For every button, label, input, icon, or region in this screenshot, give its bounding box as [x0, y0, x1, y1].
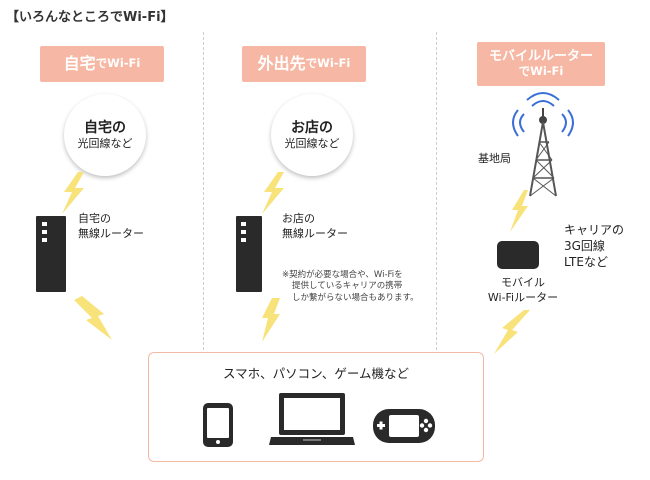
lightning-icon	[62, 172, 84, 214]
home-router-label-line1: 自宅の	[78, 212, 111, 225]
column-divider	[203, 32, 204, 350]
shop-line-circle: お店の 光回線など	[271, 94, 353, 176]
note-line: ※契約が必要な場合や、Wi-Fiを	[282, 270, 403, 280]
carrier-line1: キャリアの	[564, 223, 625, 237]
home-router-label: 自宅の 無線ルーター	[78, 212, 144, 242]
router-icon	[236, 216, 262, 292]
home-header-small: でWi-Fi	[95, 56, 141, 71]
game-console-icon	[373, 409, 435, 443]
outside-wifi-header: 外出先 でWi-Fi	[242, 46, 366, 82]
home-header-big: 自宅	[63, 53, 96, 73]
page-title: 【いろんなところでWi-Fi】	[6, 10, 174, 25]
mobile-router-icon	[497, 241, 539, 269]
home-circle-line2: 光回線など	[77, 136, 133, 150]
smartphone-icon	[203, 403, 233, 447]
lightning-icon	[494, 310, 530, 354]
mobile-router-label-line1: モバイル	[501, 276, 545, 289]
shop-router-label: お店の 無線ルーター	[282, 212, 348, 242]
router-icon	[36, 216, 66, 292]
shop-router-label-line2: 無線ルーター	[282, 226, 348, 240]
lightning-icon	[510, 190, 528, 232]
carrier-network-label: キャリアの 3G回線 LTEなど	[564, 222, 624, 271]
mobile-router-label: モバイル Wi-Fiルーター	[480, 276, 566, 306]
mobile-router-header: モバイルルーター でWi-Fi	[477, 42, 605, 86]
home-router-label-line2: 無線ルーター	[78, 226, 144, 240]
lightning-icon	[262, 172, 284, 214]
lightning-icon	[74, 296, 112, 340]
home-circle-line1: 自宅の	[84, 119, 126, 136]
mobile-router-label-line2: Wi-Fiルーター	[487, 290, 559, 304]
note-line: 提供しているキャリアの携帯	[292, 281, 403, 292]
devices-caption: スマホ、パソコン、ゲーム機など	[222, 366, 409, 381]
contract-note: ※契約が必要な場合や、Wi-Fiを 提供しているキャリアの携帯 しか繋がらない場…	[282, 270, 419, 304]
outside-header-small: でWi-Fi	[305, 56, 351, 71]
laptop-icon	[269, 393, 355, 445]
lightning-icon	[262, 298, 280, 342]
note-line: しか繋がらない場合もあります。	[292, 292, 419, 303]
home-wifi-header: 自宅 でWi-Fi	[40, 46, 164, 82]
shop-circle-line2: 光回線など	[284, 136, 340, 150]
carrier-line3: LTEなど	[564, 255, 608, 270]
column-divider	[436, 32, 437, 350]
base-station-tower-icon	[512, 92, 574, 197]
devices-box: スマホ、パソコン、ゲーム機など	[148, 352, 484, 462]
carrier-line2: 3G回線	[564, 239, 605, 254]
shop-circle-line1: お店の	[291, 119, 333, 136]
mobile-header-small: でWi-Fi	[518, 63, 564, 78]
home-line-circle: 自宅の 光回線など	[64, 94, 146, 176]
base-station-label: 基地局	[478, 152, 511, 165]
mobile-header-big: モバイルルーター	[488, 48, 593, 64]
outside-header-big: 外出先	[257, 53, 306, 73]
shop-router-label-line1: お店の	[282, 212, 315, 225]
